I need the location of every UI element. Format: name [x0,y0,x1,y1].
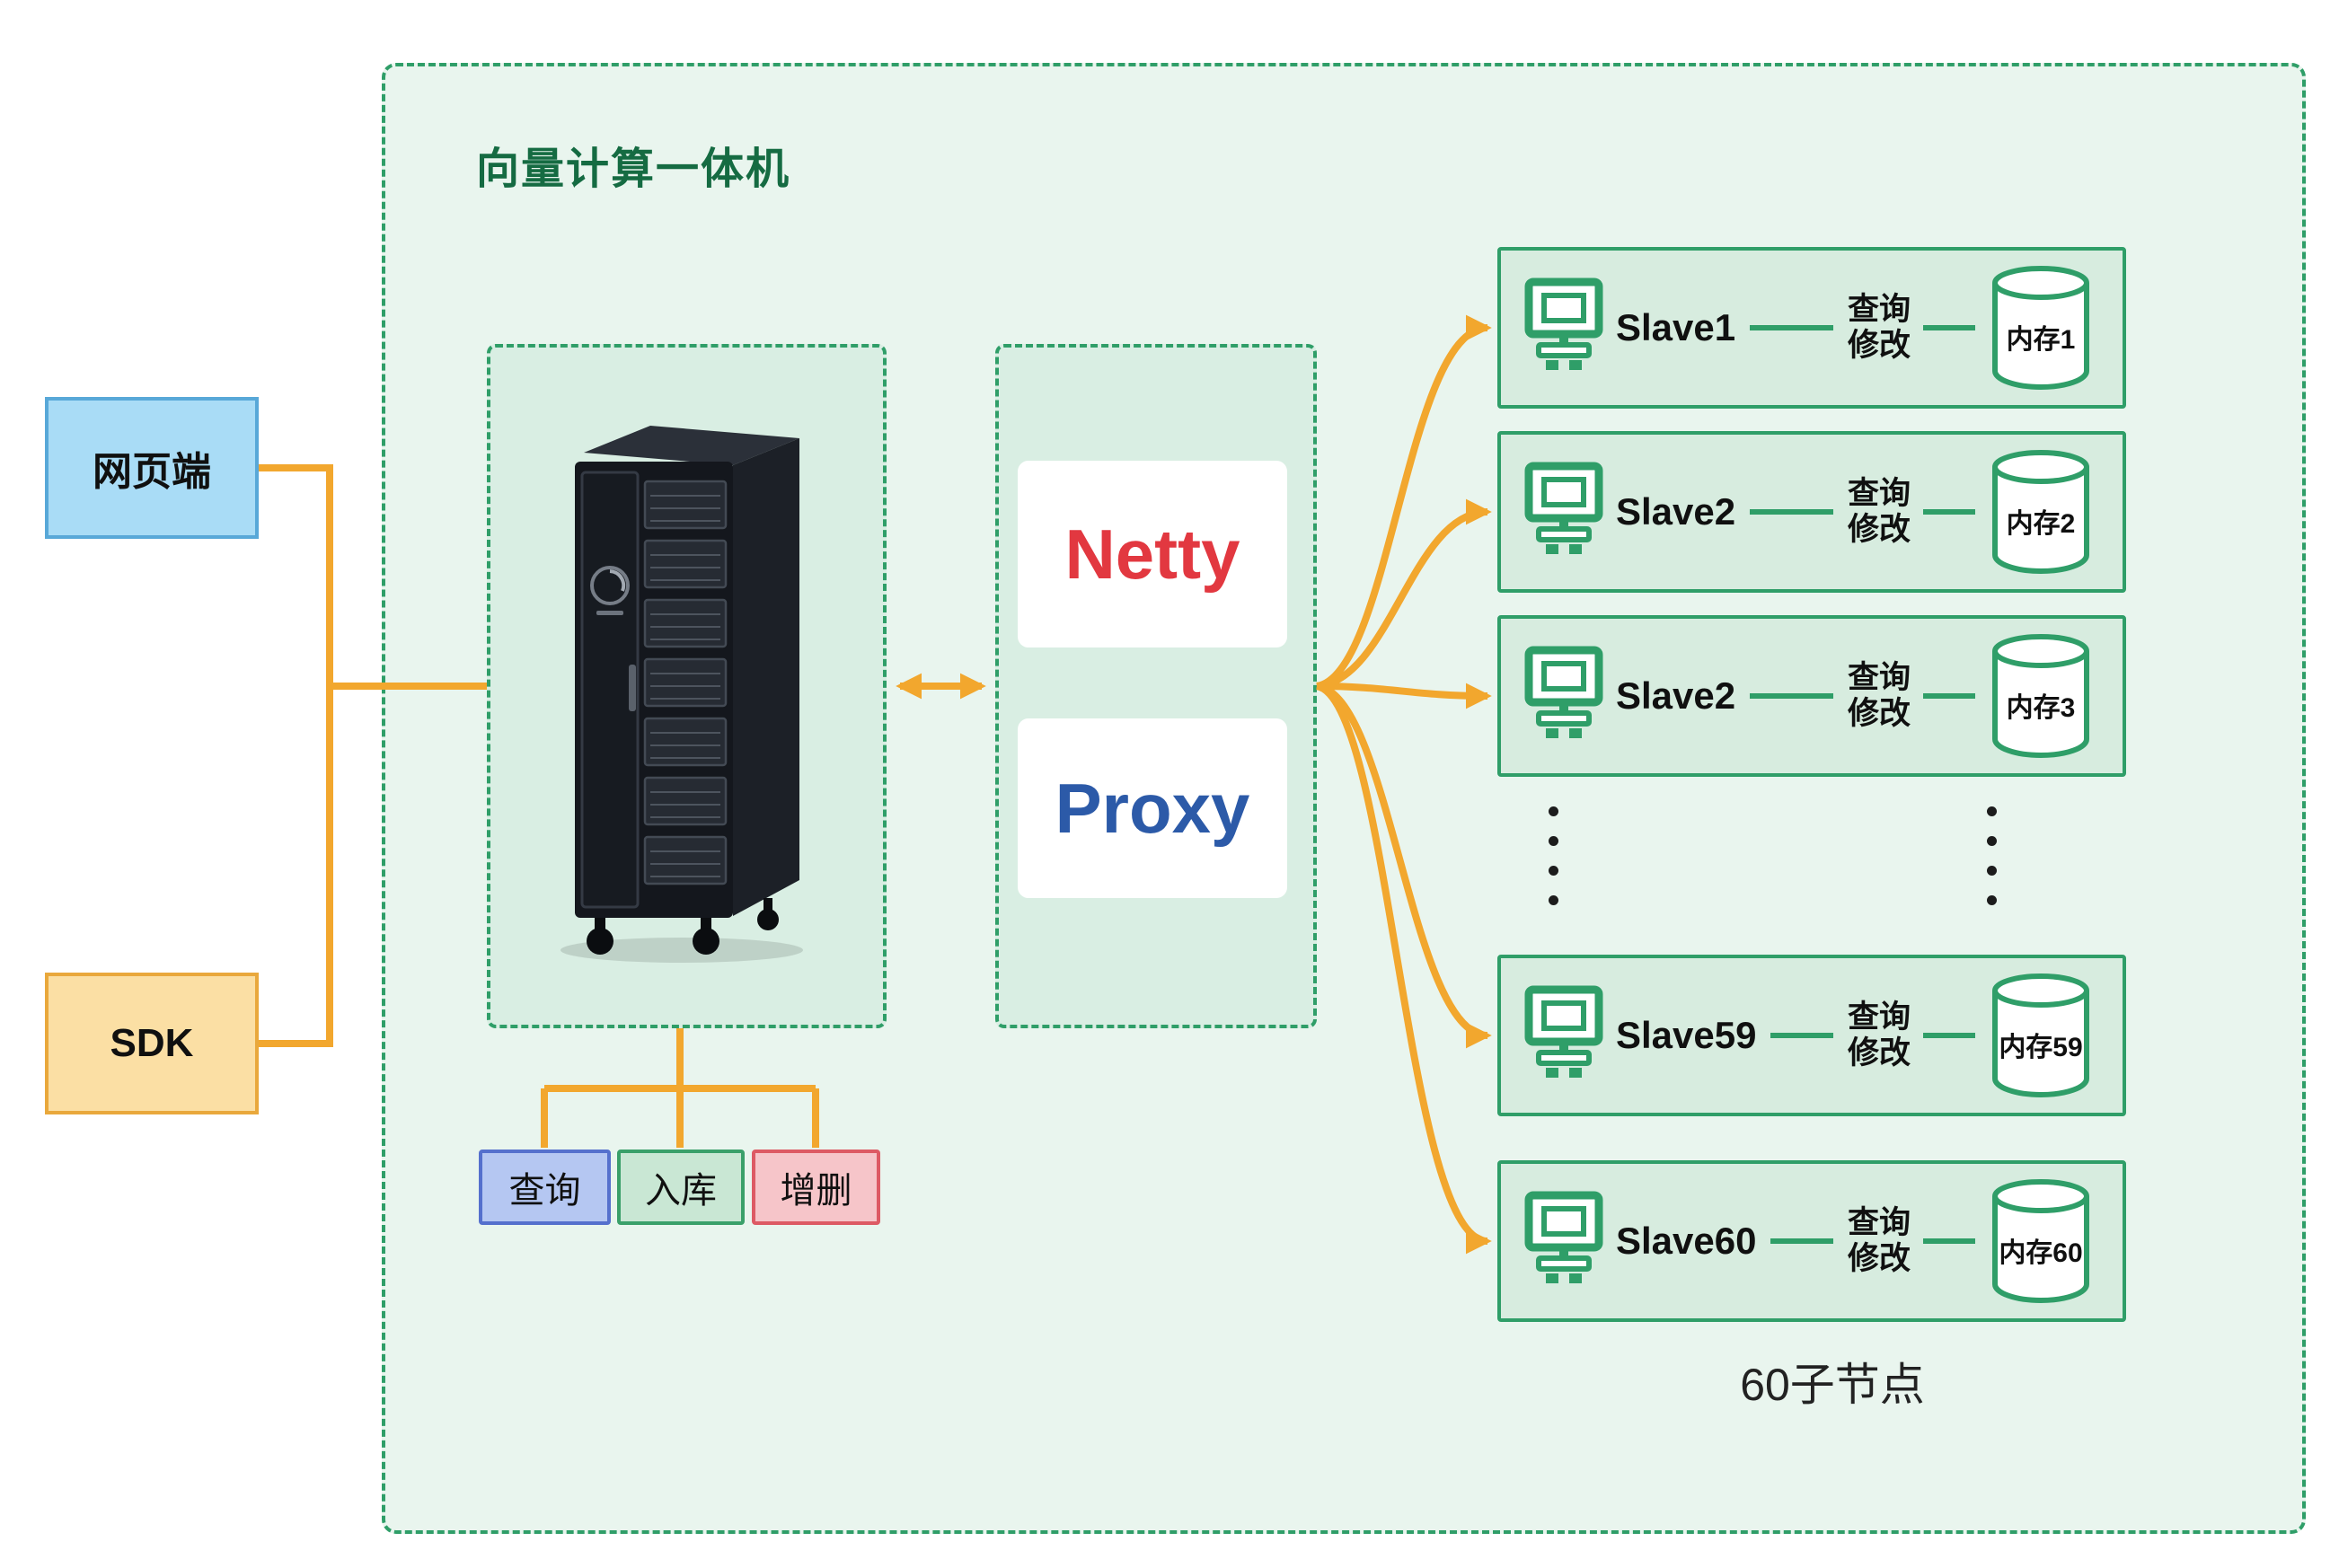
action-top: 查询 [1847,1204,1911,1240]
computer-icon [1524,277,1603,370]
web-client-node: 网页端 [45,397,259,539]
computer-icon [1524,462,1603,554]
memory-label: 内存59 [1999,1033,2083,1062]
slave-action-text: 查询 修改 [1848,476,1911,549]
connector-line [1770,1238,1833,1244]
memory-label: 内存2 [2006,509,2076,539]
action-bottom: 修改 [1847,696,1911,731]
action-bottom: 修改 [1847,512,1911,547]
memory-cylinder: 内存1 [1988,261,2094,394]
action-top: 查询 [1847,999,1911,1035]
action-bottom: 修改 [1847,1241,1911,1276]
action-top: 查询 [1847,291,1911,327]
operation-insert-label: 入库 [645,1171,717,1211]
memory-cylinder: 内存59 [1988,969,2094,1102]
connector-line [1923,693,1975,699]
memory-cylinder: 内存60 [1988,1175,2094,1308]
slave-row-1: Slave1 查询 修改 内存1 [1497,247,2126,409]
slave-action-text: 查询 修改 [1848,660,1911,733]
slave-name: Slave2 [1616,490,1736,533]
server-rack-illustration [560,426,803,963]
database-icon [1992,266,2089,390]
action-top: 查询 [1847,475,1911,511]
connector-line [1923,509,1975,515]
slave-row-3: Slave2 查询 修改 内存3 [1497,615,2126,777]
memory-label: 内存1 [2006,325,2076,355]
connector-line [1750,693,1833,699]
gateway-panel [995,344,1317,1028]
connector-line [1750,509,1833,515]
slave-name: Slave60 [1616,1220,1757,1262]
connector-line [1923,1033,1975,1038]
memory-cylinder: 内存3 [1988,630,2094,762]
slave-name: Slave59 [1616,1014,1757,1056]
computer-icon [1524,646,1603,738]
slave-name: Slave2 [1616,674,1736,717]
slave-action-text: 查询 修改 [1848,1205,1911,1278]
slave-row-5: Slave60 查询 修改 内存60 [1497,1160,2126,1322]
slave-action-text: 查询 修改 [1848,1000,1911,1072]
connector-line [1770,1033,1833,1038]
slave-action-text: 查询 修改 [1848,292,1911,365]
ellipsis-dots-right [1987,806,1997,905]
memory-label: 内存60 [1999,1238,2083,1268]
node-count-note: 60子节点 [1740,1360,1925,1410]
netty-card: Netty [1018,461,1287,647]
database-icon [1992,450,2089,574]
computer-icon [1524,1191,1603,1283]
action-bottom: 修改 [1847,1035,1911,1070]
slave-row-4: Slave59 查询 修改 内存59 [1497,955,2126,1116]
operation-insert-box: 入库 [617,1150,745,1225]
operation-query-label: 查询 [508,1171,581,1211]
web-client-label: 网页端 [93,450,211,494]
database-icon [1992,634,2089,758]
slave-name: Slave1 [1616,306,1736,348]
connector-line [1923,1238,1975,1244]
operation-query-box: 查询 [479,1150,611,1225]
netty-label: Netty [1064,514,1240,594]
connector-line [1750,325,1833,330]
sdk-node: SDK [45,973,259,1114]
diagram-title: 向量计算一体机 [476,145,791,193]
slave-row-2: Slave2 查询 修改 内存2 [1497,431,2126,593]
sdk-label: SDK [110,1021,194,1065]
connector-line [1923,325,1975,330]
memory-label: 内存3 [2006,693,2076,723]
database-icon [1992,973,2089,1097]
action-top: 查询 [1847,659,1911,695]
proxy-card: Proxy [1018,718,1287,898]
database-icon [1992,1179,2089,1303]
client-bus-wire [259,464,333,1047]
operation-delete-label: 增删 [780,1171,852,1211]
computer-icon [1524,985,1603,1078]
action-bottom: 修改 [1847,328,1911,363]
operation-delete-box: 增删 [752,1150,880,1225]
memory-cylinder: 内存2 [1988,445,2094,578]
ellipsis-dots-left [1549,806,1558,905]
proxy-label: Proxy [1055,768,1250,848]
